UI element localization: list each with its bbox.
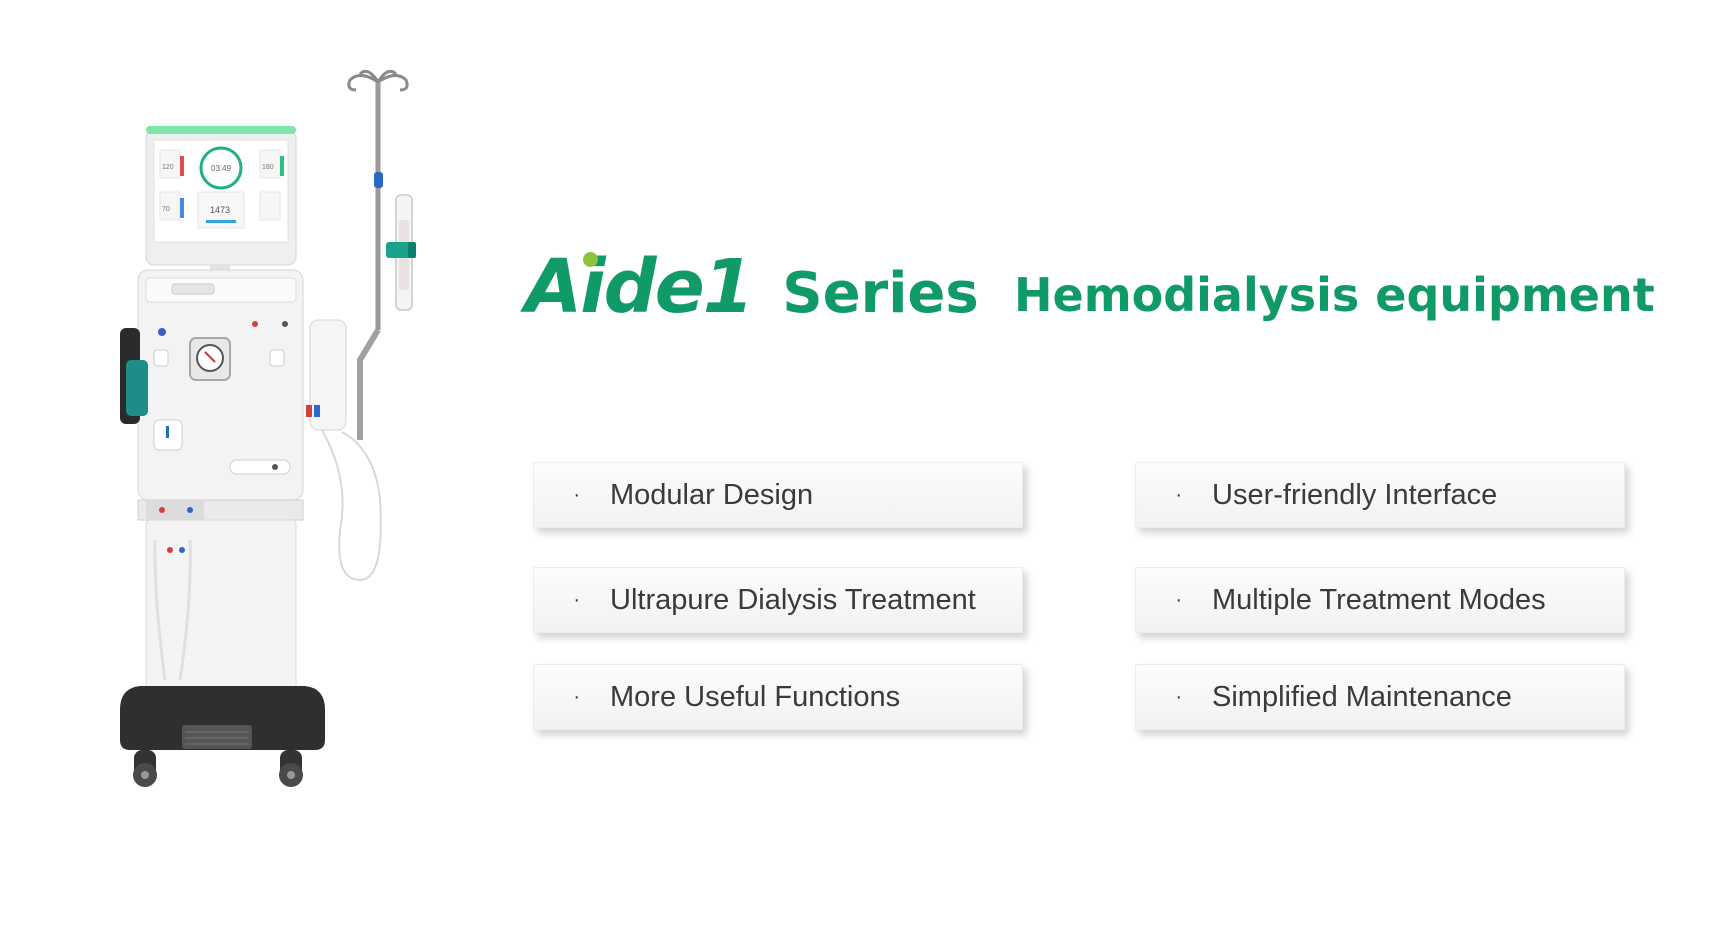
bullet-icon: ·	[1175, 483, 1182, 506]
feature-label: User-friendly Interface	[1212, 478, 1498, 511]
logo-text: Aide1	[525, 244, 754, 330]
feature-card: · Multiple Treatment Modes	[1135, 567, 1625, 633]
screen-value: 1473	[210, 205, 230, 215]
feature-card: · Ultrapure Dialysis Treatment	[533, 567, 1023, 633]
feature-label: Modular Design	[610, 478, 814, 511]
brand-logo: Aide1	[525, 250, 754, 324]
screen-value: 03:49	[211, 164, 232, 173]
screen-value: 70	[162, 206, 170, 213]
feature-label: More Useful Functions	[610, 680, 901, 713]
feature-card: · Modular Design	[533, 462, 1023, 528]
feature-card: · Simplified Maintenance	[1135, 664, 1625, 730]
bullet-icon: ·	[1175, 588, 1182, 611]
brand-heading: Aide1 Series	[525, 250, 979, 340]
bullet-icon: ·	[573, 685, 580, 708]
feature-card: · More Useful Functions	[533, 664, 1023, 730]
bullet-icon: ·	[573, 588, 580, 611]
page-subtitle: Hemodialysis equipment	[1014, 268, 1655, 322]
screen-value: 180	[262, 164, 274, 171]
bullet-icon: ·	[573, 483, 580, 506]
feature-label: Ultrapure Dialysis Treatment	[610, 583, 976, 616]
feature-label: Simplified Maintenance	[1212, 680, 1512, 713]
logo-dot	[583, 252, 598, 267]
hemodialysis-machine-image: 120 03:49 180 70 1473	[120, 69, 416, 787]
feature-card: · User-friendly Interface	[1135, 462, 1625, 528]
bullet-icon: ·	[1175, 685, 1182, 708]
series-label: Series	[782, 261, 979, 326]
feature-label: Multiple Treatment Modes	[1212, 583, 1546, 616]
screen-value: 120	[162, 164, 174, 171]
